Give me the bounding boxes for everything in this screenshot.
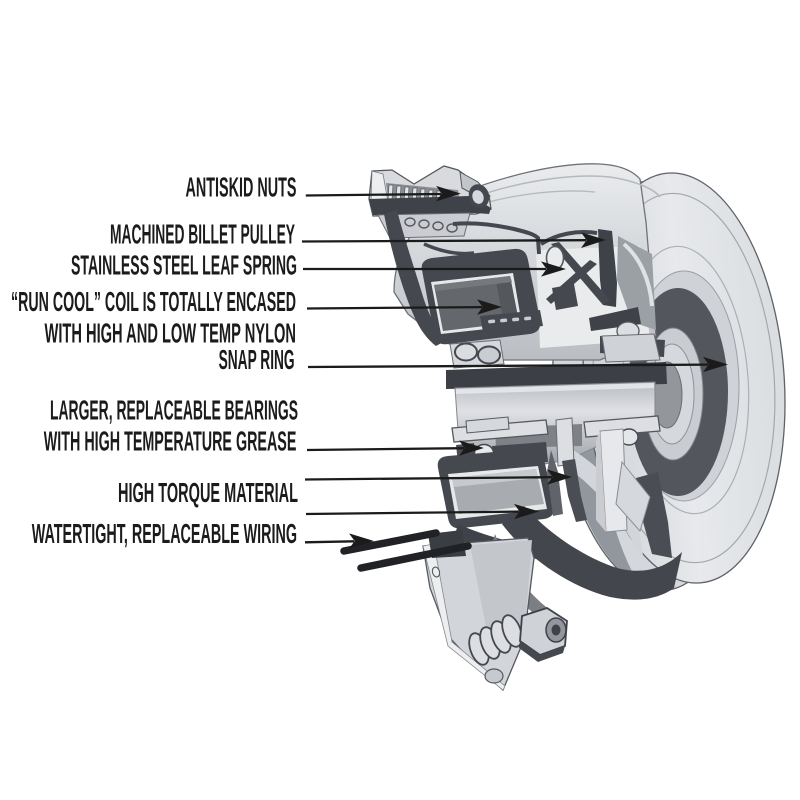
svg-text:WATERTIGHT, REPLACEABLE WIRING: WATERTIGHT, REPLACEABLE WIRING: [32, 518, 297, 549]
svg-text:WITH HIGH TEMPERATURE GREASE: WITH HIGH TEMPERATURE GREASE: [44, 426, 297, 457]
svg-text:LARGER, REPLACEABLE BEARINGS: LARGER, REPLACEABLE BEARINGS: [50, 395, 298, 426]
svg-text:“RUN COOL” COIL IS TOTALLY ENC: “RUN COOL” COIL IS TOTALLY ENCASED: [11, 286, 296, 317]
svg-text:STAINLESS STEEL LEAF SPRING: STAINLESS STEEL LEAF SPRING: [71, 250, 297, 281]
svg-text:WITH HIGH AND LOW TEMP NYLON: WITH HIGH AND LOW TEMP NYLON: [45, 318, 297, 349]
svg-text:HIGH TORQUE MATERIAL: HIGH TORQUE MATERIAL: [118, 477, 298, 508]
svg-text:ANTISKID NUTS: ANTISKID NUTS: [186, 172, 297, 203]
svg-text:MACHINED BILLET PULLEY: MACHINED BILLET PULLEY: [110, 219, 295, 250]
svg-text:SNAP RING: SNAP RING: [219, 344, 295, 375]
